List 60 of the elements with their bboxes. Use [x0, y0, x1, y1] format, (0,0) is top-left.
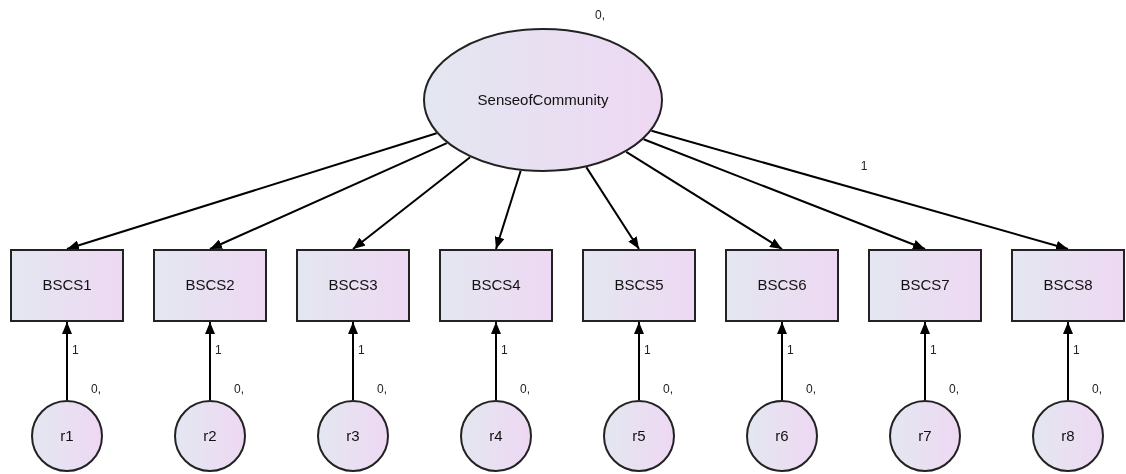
variance-label: 0,: [520, 381, 530, 398]
node-label: r5: [632, 425, 646, 446]
node-label: r8: [1061, 425, 1075, 446]
arrow: [634, 321, 644, 401]
arrow: [585, 166, 640, 250]
node-label: r4: [489, 425, 503, 446]
edge-label: 1: [859, 159, 869, 172]
variance-label: 0,: [806, 381, 816, 398]
edge-label: 1: [929, 344, 938, 356]
node-label: r2: [203, 425, 217, 446]
node-label: SenseofCommunity: [477, 89, 609, 110]
variance-label: 0,: [663, 381, 673, 398]
edge-label: 1: [71, 344, 80, 356]
arrow: [205, 321, 215, 401]
variance-label: 0,: [949, 381, 959, 398]
arrow: [1063, 321, 1073, 401]
arrow: [642, 138, 926, 250]
latent-variable-ellipse: [423, 28, 663, 172]
arrow: [348, 321, 358, 401]
observed-variable-box: [296, 249, 410, 322]
node-label: r7: [918, 425, 932, 446]
variance-label: 0,: [1092, 381, 1102, 398]
arrow: [66, 132, 438, 251]
edge-label: 1: [500, 344, 509, 356]
variance-label: 0,: [595, 7, 605, 24]
node-label: BSCS5: [614, 275, 664, 296]
observed-variable-box: [725, 249, 839, 322]
arrow: [625, 150, 783, 250]
edge-label: 1: [1072, 344, 1081, 356]
node-label: BSCS2: [185, 275, 235, 296]
node-label: BSCS1: [42, 275, 92, 296]
observed-variable-box: [868, 249, 982, 322]
edge-label: 1: [357, 344, 366, 356]
edge-label: 1: [214, 344, 223, 356]
observed-variable-box: [582, 249, 696, 322]
arrow: [352, 156, 472, 250]
node-label: r1: [60, 425, 74, 446]
node-label: r3: [346, 425, 360, 446]
variance-label: 0,: [377, 381, 387, 398]
observed-variable-box: [439, 249, 553, 322]
edge-label: 1: [643, 344, 652, 356]
node-label: BSCS7: [900, 275, 950, 296]
node-label: BSCS8: [1043, 275, 1093, 296]
variance-label: 0,: [91, 381, 101, 398]
variance-label: 0,: [234, 381, 244, 398]
arrow: [494, 169, 522, 250]
arrow: [777, 321, 787, 401]
node-label: BSCS3: [328, 275, 378, 296]
observed-variable-box: [10, 249, 124, 322]
arrow: [650, 129, 1069, 251]
node-label: BSCS4: [471, 275, 521, 296]
edge-label: 1: [786, 344, 795, 356]
arrow: [209, 142, 448, 250]
node-label: BSCS6: [757, 275, 807, 296]
node-label: r6: [775, 425, 789, 446]
observed-variable-box: [1011, 249, 1125, 322]
arrow: [920, 321, 930, 401]
arrow: [491, 321, 501, 401]
observed-variable-box: [153, 249, 267, 322]
arrow: [62, 321, 72, 401]
